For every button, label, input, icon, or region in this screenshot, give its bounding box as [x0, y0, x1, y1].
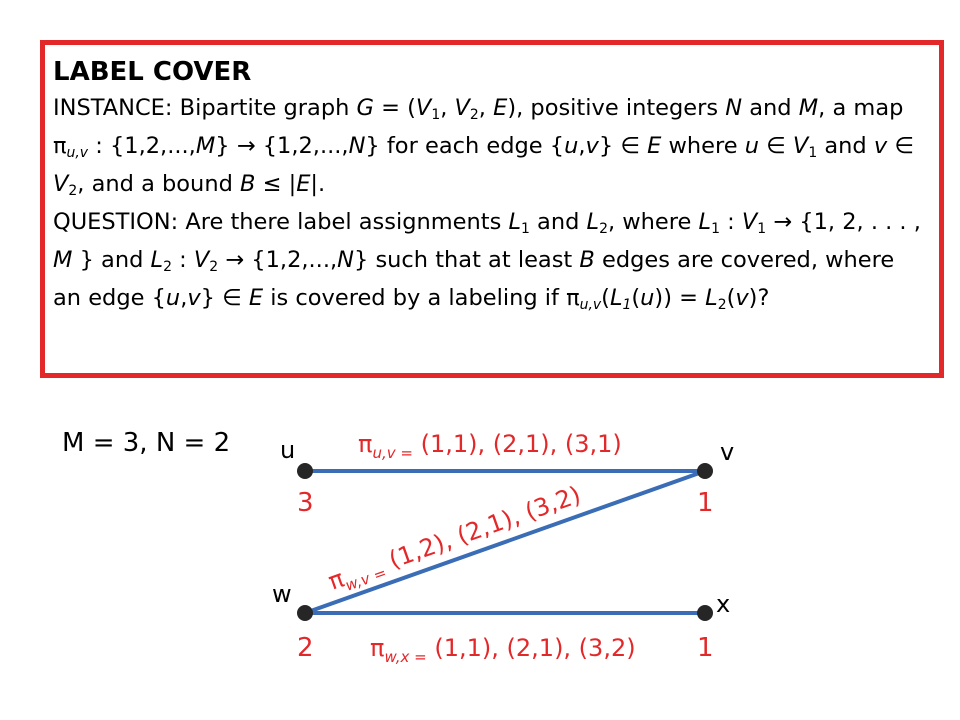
- problem-title: LABEL COVER: [53, 57, 252, 87]
- node-u: [297, 463, 313, 479]
- edge-label-wv: πw,v = (1,2), (2,1), (3,2): [325, 481, 586, 600]
- node-v: [697, 463, 713, 479]
- params-label: M = 3, N = 2: [62, 428, 230, 458]
- edge-wv: [304, 469, 706, 615]
- node-label-v: v: [720, 438, 734, 466]
- node-value-u: 3: [297, 488, 314, 518]
- edge-label-wx: πw,x = (1,1), (2,1), (3,2): [370, 634, 636, 666]
- node-label-u: u: [280, 436, 295, 464]
- node-value-x: 1: [697, 633, 714, 663]
- edge-label-uv: πu,v = (1,1), (2,1), (3,1): [358, 430, 622, 462]
- node-x: [697, 605, 713, 621]
- node-value-w: 2: [297, 633, 314, 663]
- definition-box: LABEL COVER INSTANCE: Bipartite graph G …: [40, 40, 944, 378]
- question-text: QUESTION: Are there label assignments L1…: [53, 209, 921, 313]
- node-label-x: x: [716, 590, 730, 618]
- node-w: [297, 605, 313, 621]
- instance-text: INSTANCE: Bipartite graph G = (V1, V2, E…: [53, 95, 914, 199]
- graph-diagram: M = 3, N = 2 u v w x 3 1 2 1 πu,v = (1,1…: [62, 428, 734, 666]
- node-label-w: w: [272, 580, 292, 608]
- node-value-v: 1: [697, 488, 714, 518]
